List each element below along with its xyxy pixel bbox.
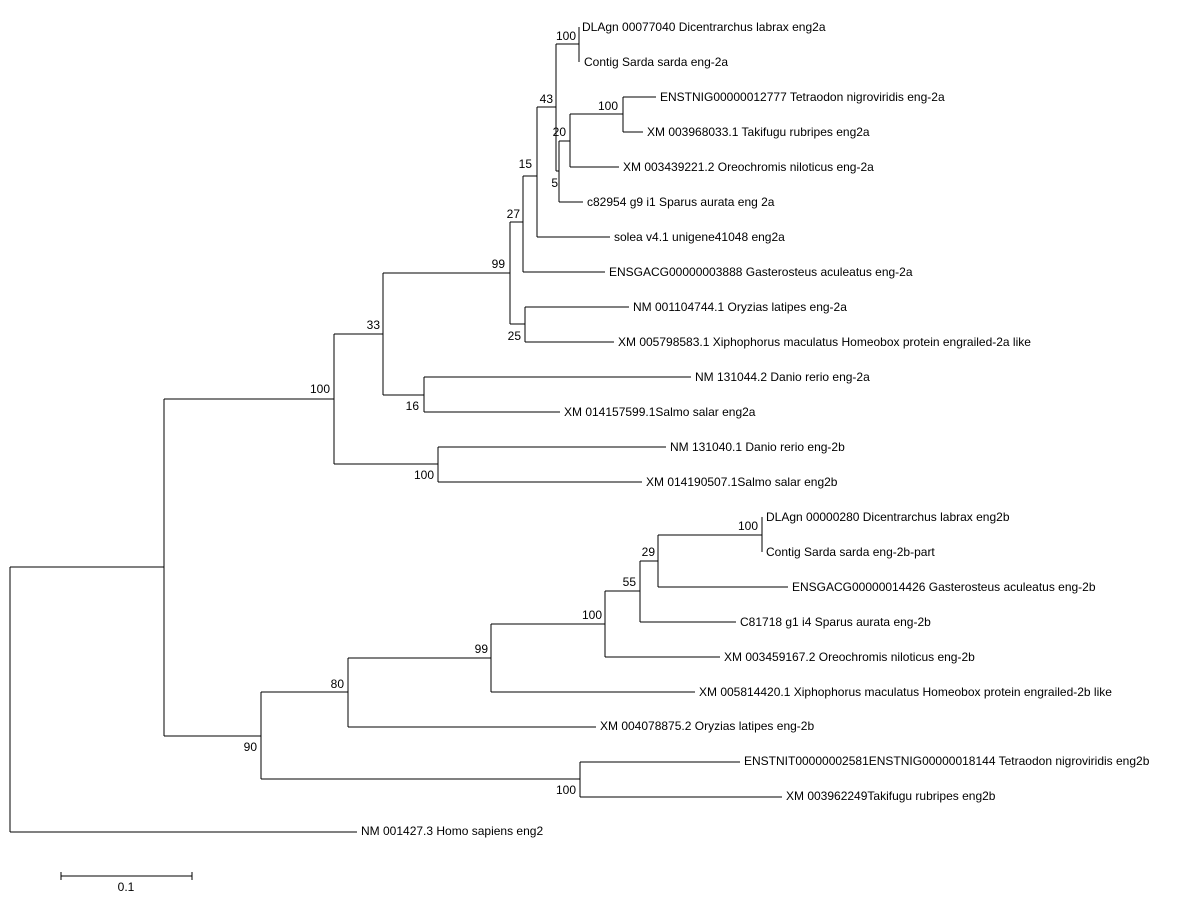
leaf-labels: DLAgn 00077040 Dicentrarchus labrax eng2…	[361, 20, 1150, 838]
scale-bar-label: 0.1	[118, 880, 135, 894]
leaf-label: ENSTNIT00000002581ENSTNIG00000018144 Tet…	[744, 754, 1150, 768]
bootstrap-value: 100	[598, 99, 618, 113]
bootstrap-value: 100	[556, 783, 576, 797]
leaf-label: DLAgn 00000280 Dicentrarchus labrax eng2…	[766, 510, 1010, 524]
leaf-label: ENSGACG00000014426 Gasterosteus aculeatu…	[792, 580, 1096, 594]
leaf-label: Contig Sarda sarda eng-2a	[584, 55, 728, 69]
leaf-label: XM 004078875.2 Oryzias latipes eng-2b	[600, 719, 814, 733]
tree-branches	[9, 27, 788, 833]
bootstrap-value: 90	[244, 740, 258, 754]
leaf-label: NM 001104744.1 Oryzias latipes eng-2a	[633, 300, 847, 314]
bootstrap-value: 100	[414, 468, 434, 482]
leaf-label: C81718 g1 i4 Sparus aurata eng-2b	[740, 615, 931, 629]
leaf-label: c82954 g9 i1 Sparus aurata eng 2a	[587, 195, 775, 209]
bootstrap-value: 20	[553, 125, 567, 139]
bootstrap-value: 16	[406, 399, 420, 413]
leaf-label: XM 003962249Takifugu rubripes eng2b	[786, 789, 996, 803]
leaf-label: Contig Sarda sarda eng-2b-part	[766, 545, 935, 559]
bootstrap-value: 5	[551, 176, 558, 190]
leaf-label: XM 005814420.1 Xiphophorus maculatus Hom…	[699, 685, 1112, 699]
leaf-label: NM 131044.2 Danio rerio eng-2a	[695, 370, 870, 384]
bootstrap-value: 100	[738, 519, 758, 533]
bootstrap-value: 99	[475, 642, 489, 656]
leaf-label: solea v4.1 unigene41048 eng2a	[614, 230, 785, 244]
bootstrap-value: 29	[642, 545, 656, 559]
leaf-label: XM 005798583.1 Xiphophorus maculatus Hom…	[618, 335, 1031, 349]
bootstrap-value: 33	[367, 318, 381, 332]
bootstrap-value: 55	[623, 575, 637, 589]
bootstrap-value: 100	[310, 382, 330, 396]
bootstrap-value: 100	[556, 29, 576, 43]
leaf-label: XM 003439221.2 Oreochromis niloticus eng…	[623, 160, 874, 174]
leaf-label: XM 003459167.2 Oreochromis niloticus eng…	[724, 650, 975, 664]
leaf-label: ENSTNIG00000012777 Tetraodon nigroviridi…	[660, 90, 945, 104]
bootstrap-value: 25	[508, 329, 522, 343]
leaf-label: NM 131040.1 Danio rerio eng-2b	[670, 440, 845, 454]
leaf-label: ENSGACG00000003888 Gasterosteus aculeatu…	[609, 265, 913, 279]
bootstrap-value: 27	[507, 207, 521, 221]
leaf-label: XM 014157599.1Salmo salar eng2a	[564, 405, 756, 419]
leaf-label: DLAgn 00077040 Dicentrarchus labrax eng2…	[582, 20, 826, 34]
bootstrap-value: 80	[331, 677, 345, 691]
bootstrap-value: 99	[492, 257, 506, 271]
bootstrap-value: 100	[582, 608, 602, 622]
leaf-label: XM 003968033.1 Takifugu rubripes eng2a	[647, 125, 870, 139]
bootstrap-values: 100 100 20 5 43 15 27 25 99 16 33 100 10…	[244, 29, 759, 797]
scale-bar: 0.1	[60, 872, 193, 894]
leaf-label: NM 001427.3 Homo sapiens eng2	[361, 824, 543, 838]
leaf-label: XM 014190507.1Salmo salar eng2b	[646, 475, 838, 489]
bootstrap-value: 43	[540, 92, 554, 106]
bootstrap-value: 15	[519, 157, 533, 171]
